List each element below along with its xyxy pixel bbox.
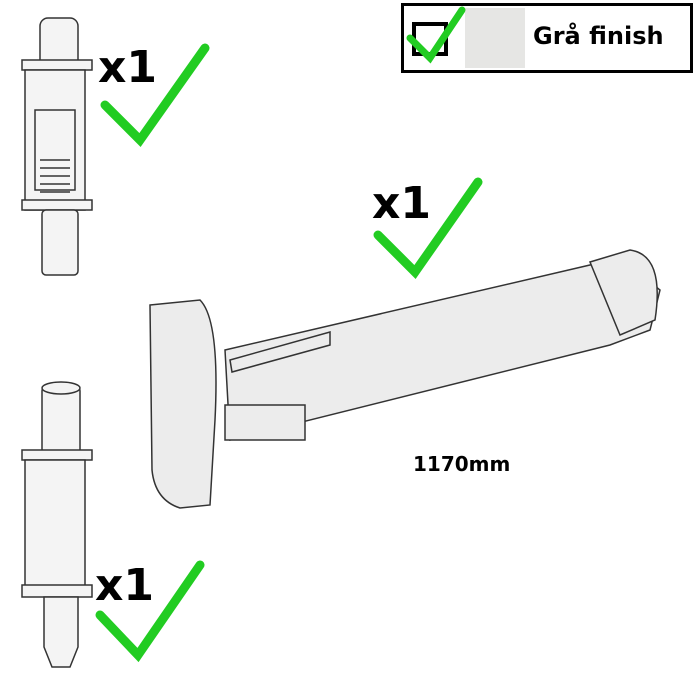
finish-option-box (401, 3, 693, 73)
finish-label: Grå finish (533, 22, 664, 50)
bottom-latch-bolt-drawing (21, 381, 93, 668)
panic-bar-length: 1170mm (413, 452, 511, 476)
top-latch-bolt-drawing (21, 17, 93, 276)
bottom-latch-quantity: x1 (95, 560, 154, 611)
panic-bar-drawing (149, 249, 661, 509)
check-icon (100, 43, 210, 147)
finish-check-icon (406, 6, 466, 64)
panic-bar-quantity: x1 (372, 178, 431, 229)
check-icon (95, 560, 205, 663)
check-icon (373, 177, 483, 279)
finish-color-swatch (465, 8, 525, 68)
top-latch-quantity: x1 (98, 42, 157, 93)
